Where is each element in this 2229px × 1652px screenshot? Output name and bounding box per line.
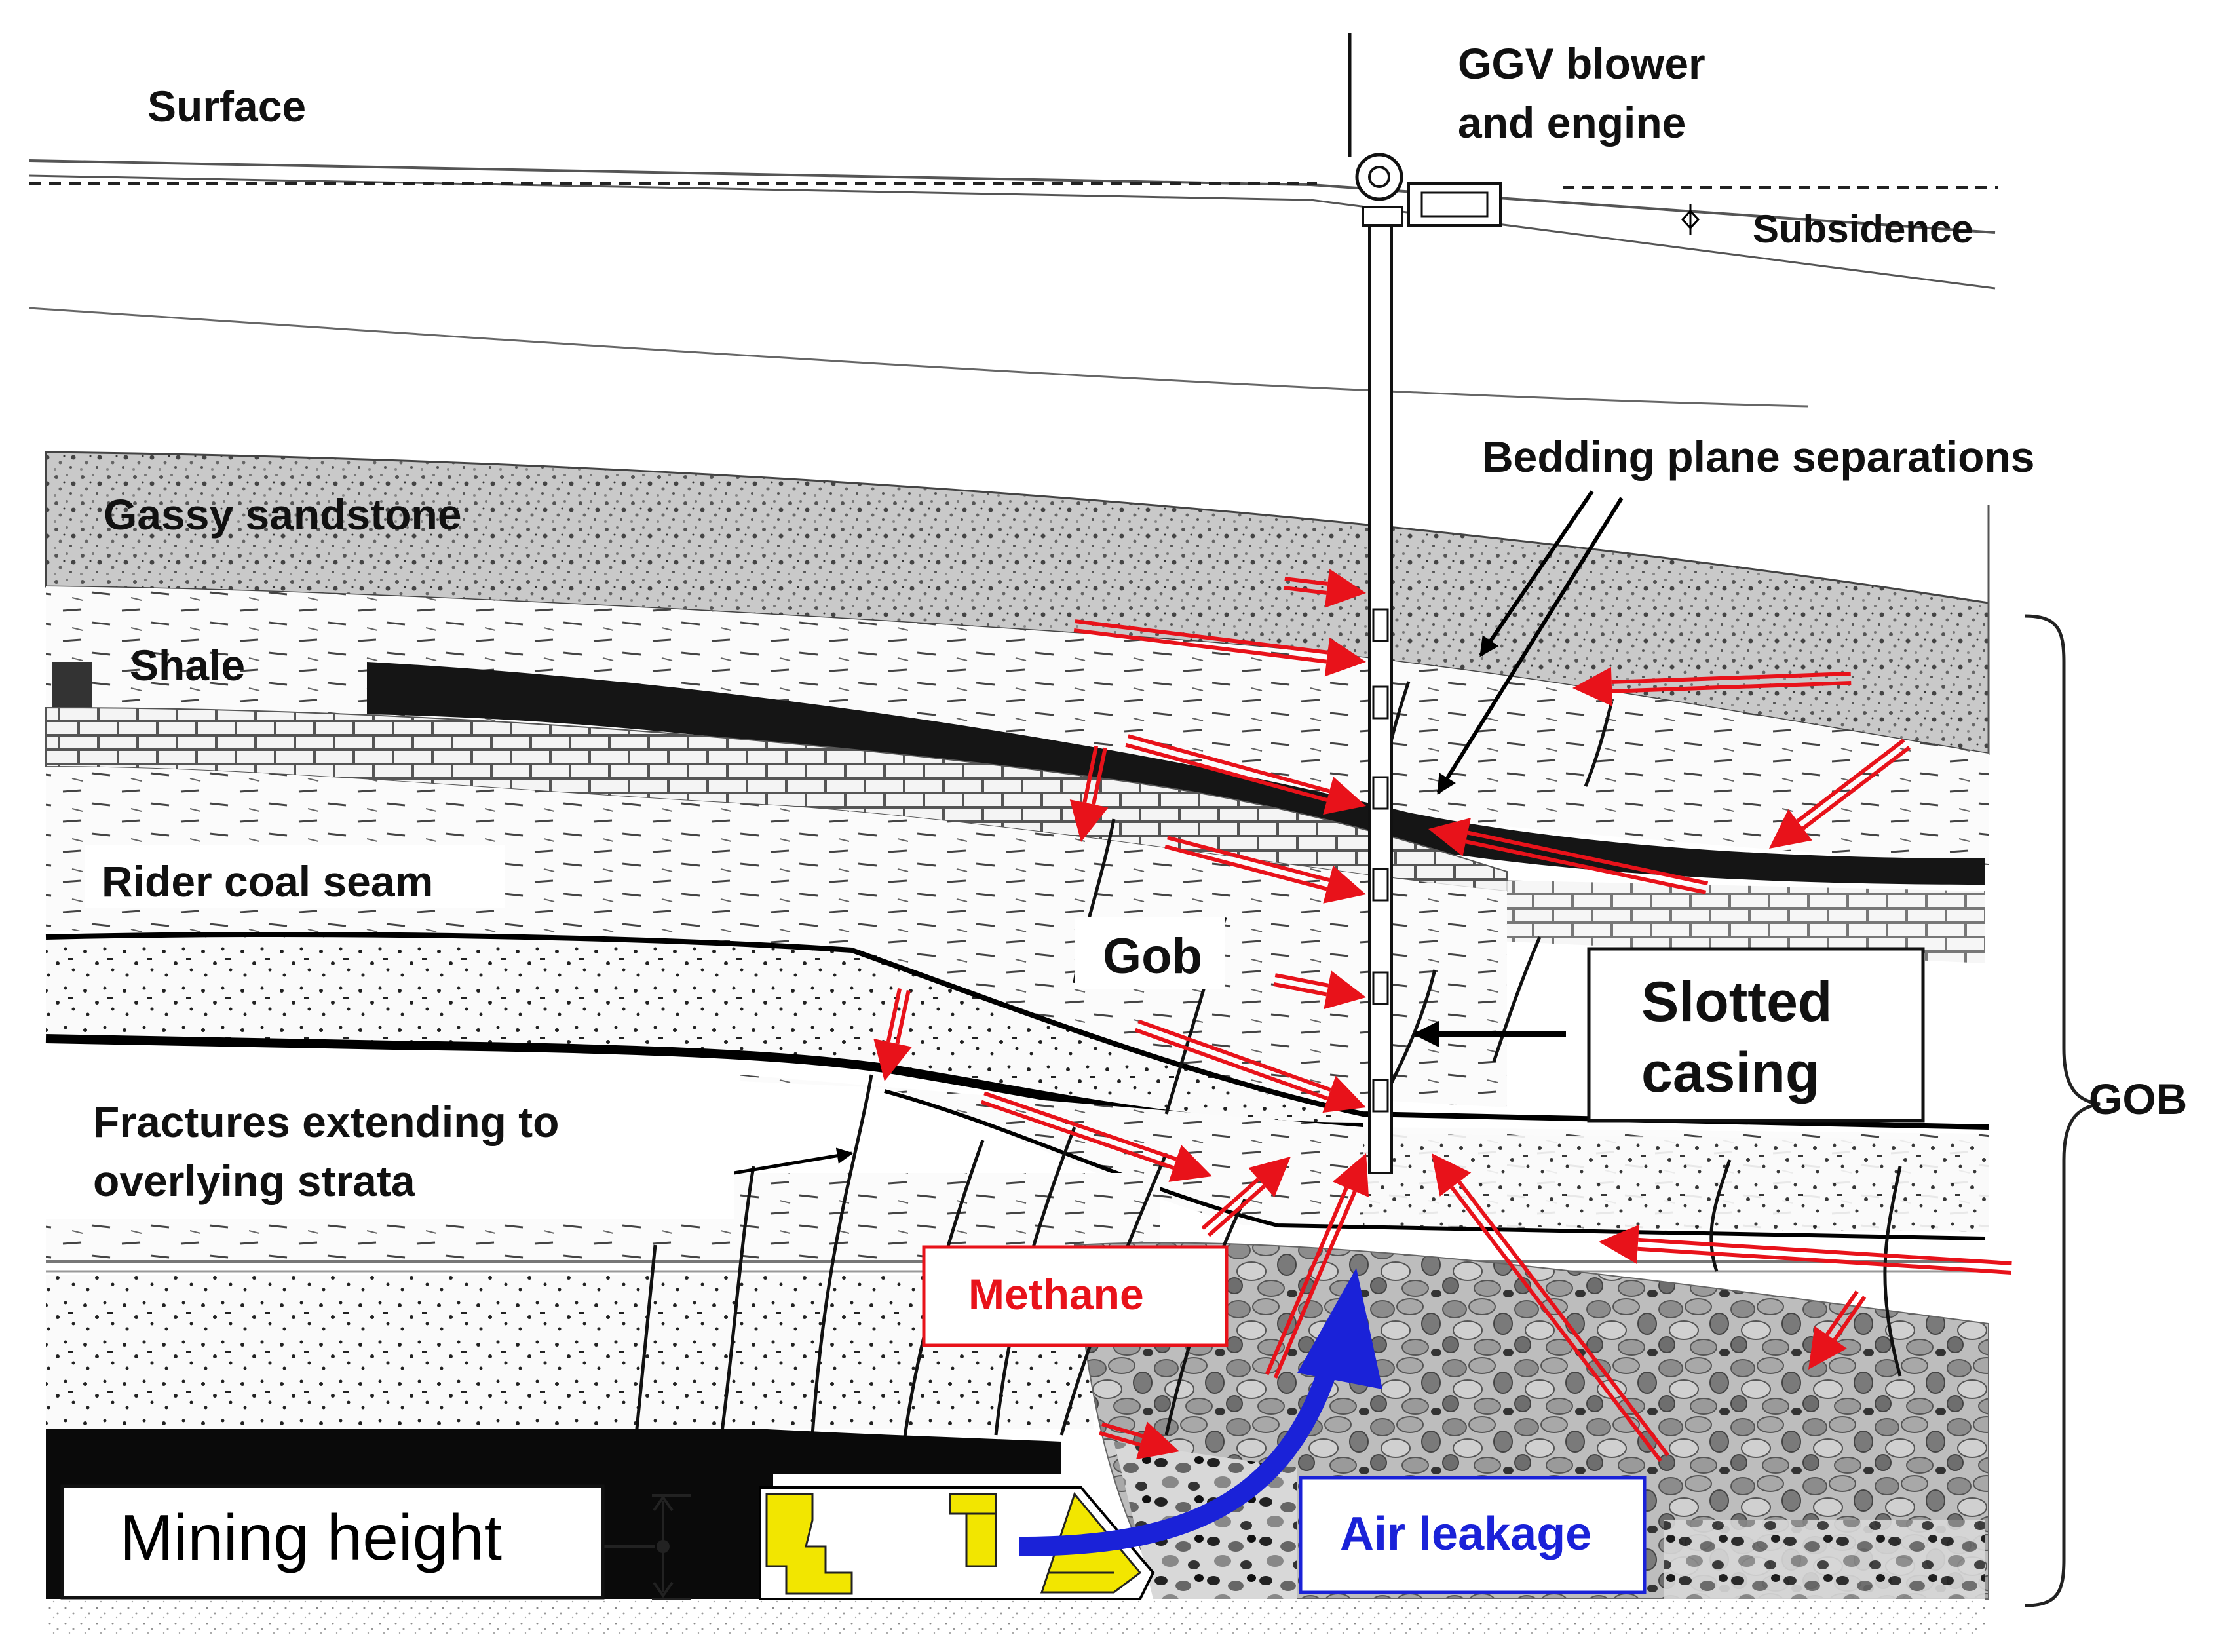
methane-arrow-13	[1201, 1157, 1291, 1237]
air-leakage-box	[1299, 1476, 1647, 1594]
rider-coal-line-top	[45, 932, 1989, 1130]
methane-arrow-3	[1572, 666, 1852, 706]
gassy-sandstone-label: Gassy sandstone	[104, 490, 462, 539]
methane-arrow-16	[1432, 1153, 1669, 1463]
methane-arrow-17	[1599, 1224, 2012, 1275]
fracture-lines	[634, 681, 1902, 1442]
shale-label: Shale	[130, 641, 245, 689]
ggv-engine	[1407, 182, 1502, 227]
methane-arrow-14	[1265, 1153, 1369, 1379]
surface-zone	[29, 159, 1998, 408]
rider-coal-seam-label: Rider coal seam	[102, 857, 433, 906]
methane-arrow-5	[1125, 734, 1366, 815]
methane-arrow-2	[1073, 619, 1366, 677]
gob-label: Gob	[1103, 929, 1202, 984]
fractures-label-bg	[46, 1088, 734, 1219]
fractures-label-line2: overlying strata	[93, 1157, 416, 1205]
floor-strata	[46, 1599, 1985, 1638]
gob-label-bg	[1075, 917, 1225, 989]
methane-arrow-12	[980, 1091, 1212, 1182]
bedding-pointers	[1436, 490, 1624, 795]
longwall-shield	[759, 1486, 1155, 1600]
ggv-well	[1348, 33, 1502, 1174]
mining-height-label: Mining height	[120, 1501, 502, 1573]
methane-flow-arrows	[873, 569, 2012, 1463]
air-leakage-arrow	[1018, 1268, 1382, 1556]
ggv-label-line1: GGV blower	[1458, 39, 1705, 88]
methane-arrow-9	[1273, 970, 1366, 1010]
methane-arrow-1	[1283, 569, 1366, 608]
methane-arrow-7	[1164, 836, 1366, 904]
methane-arrow-15	[1099, 1421, 1179, 1459]
shale-small-coal	[52, 662, 92, 708]
subsidence-marker	[1681, 204, 1700, 235]
surface-label: Surface	[147, 82, 306, 130]
upper-coal-band	[367, 662, 1985, 885]
gob-zone-label: GOB	[2089, 1075, 2187, 1123]
ggv-blower	[1355, 153, 1403, 201]
slotted-casing-label-line2: casing	[1641, 1041, 1819, 1104]
shale-layer	[46, 586, 1989, 865]
mining-height-box	[60, 1484, 605, 1600]
fractures-label-line1: Fractures extending to	[93, 1098, 559, 1146]
methane-arrow-11	[873, 988, 912, 1081]
air-leakage-label: Air leakage	[1340, 1508, 1591, 1560]
methane-arrow-10	[1134, 1019, 1366, 1113]
slotted-casing-label-line1: Slotted	[1641, 970, 1832, 1033]
fractures-pointer	[733, 1147, 854, 1175]
bedding-plane-label: Bedding plane separations	[1482, 432, 2035, 481]
methane-arrow-8	[1069, 745, 1109, 842]
methane-arrow-18	[1808, 1290, 1867, 1370]
casing-slots	[1372, 608, 1389, 1113]
rider-label-bg	[85, 845, 505, 908]
gob-brace	[2024, 614, 2101, 1607]
methane-arrow-6	[1428, 818, 1709, 894]
ggv-label-line2: and engine	[1458, 98, 1686, 147]
methane-box	[922, 1245, 1229, 1347]
slotted-casing-box	[1587, 947, 1925, 1123]
methane-label: Methane	[968, 1270, 1144, 1318]
subsidence-label: Subsidence	[1753, 207, 1973, 251]
dotted-strata-upper	[46, 932, 1343, 1153]
mining-height-dimension	[603, 1494, 691, 1600]
methane-arrow-4	[1769, 739, 1911, 849]
